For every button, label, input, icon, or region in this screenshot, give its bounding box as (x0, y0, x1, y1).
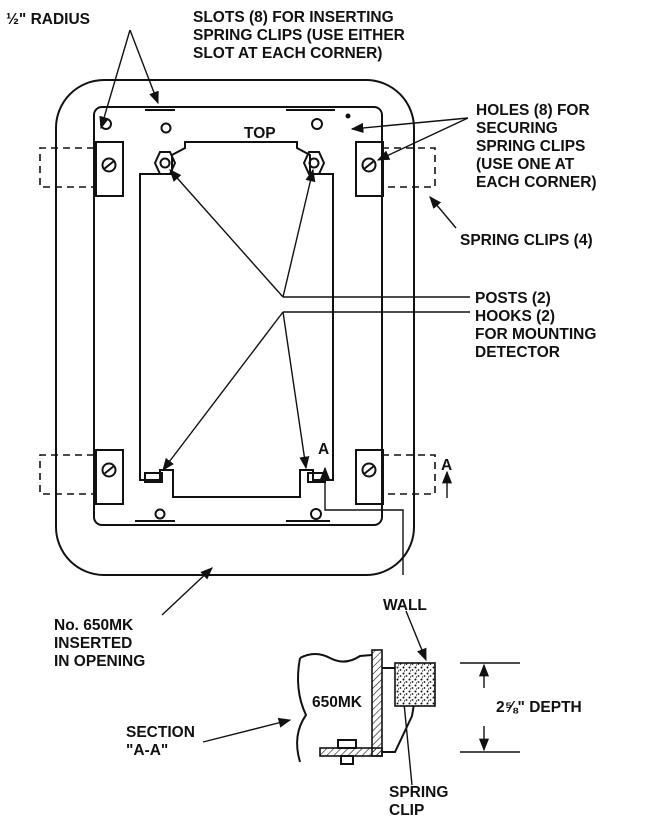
holes-label-line1: HOLES (8) FOR (476, 102, 590, 119)
hooks-label-line3: DETECTOR (475, 344, 560, 361)
section-label-line2: "A-A" (126, 742, 168, 759)
radius-label: ½" RADIUS (6, 11, 90, 28)
front-view (39, 79, 453, 576)
slots-label-line1: SLOTS (8) FOR INSERTING (193, 9, 394, 26)
slots (135, 109, 335, 522)
outer-frame (55, 79, 415, 576)
model-label: 650MK (312, 694, 363, 711)
spring-clips (39, 141, 436, 505)
section-marker-left: A (318, 441, 329, 458)
posts (153, 151, 326, 175)
section-label-line1: SECTION (126, 724, 195, 741)
holes-label-line4: (USE ONE AT (476, 156, 575, 173)
section-marker-right: A (441, 457, 452, 474)
depth-label: 2⅝" DEPTH (496, 699, 582, 716)
hooks-label-line1: HOOKS (2) (475, 308, 555, 325)
section-cut-line (319, 466, 453, 575)
spring-clips-label: SPRING CLIPS (4) (460, 232, 593, 249)
inserted-label-line2: INSERTED (54, 635, 132, 652)
section-detail (296, 649, 520, 765)
inner-plate (93, 106, 383, 526)
holes-label-line2: SECURING (476, 120, 558, 137)
inserted-label-line3: IN OPENING (54, 653, 145, 670)
leader-lines (99, 29, 470, 786)
slots-label-line2: SPRING CLIPS (USE EITHER (193, 27, 405, 44)
wall-label: WALL (383, 597, 427, 614)
center-cutout (139, 141, 334, 498)
labels: ½" RADIUS SLOTS (8) FOR INSERTING SPRING… (6, 9, 597, 819)
hooks-label-line2: FOR MOUNTING (475, 326, 596, 343)
inserted-label-line1: No. 650MK (54, 617, 134, 634)
spring-clip-label-line2: CLIP (389, 802, 424, 819)
slots-label-line3: SLOT AT EACH CORNER) (193, 45, 382, 62)
posts-label: POSTS (2) (475, 290, 551, 307)
spring-clip-label-line1: SPRING (389, 784, 448, 801)
top-label: TOP (244, 125, 276, 142)
holes-label-line5: EACH CORNER) (476, 174, 597, 191)
holes-label-line3: SPRING CLIPS (476, 138, 585, 155)
